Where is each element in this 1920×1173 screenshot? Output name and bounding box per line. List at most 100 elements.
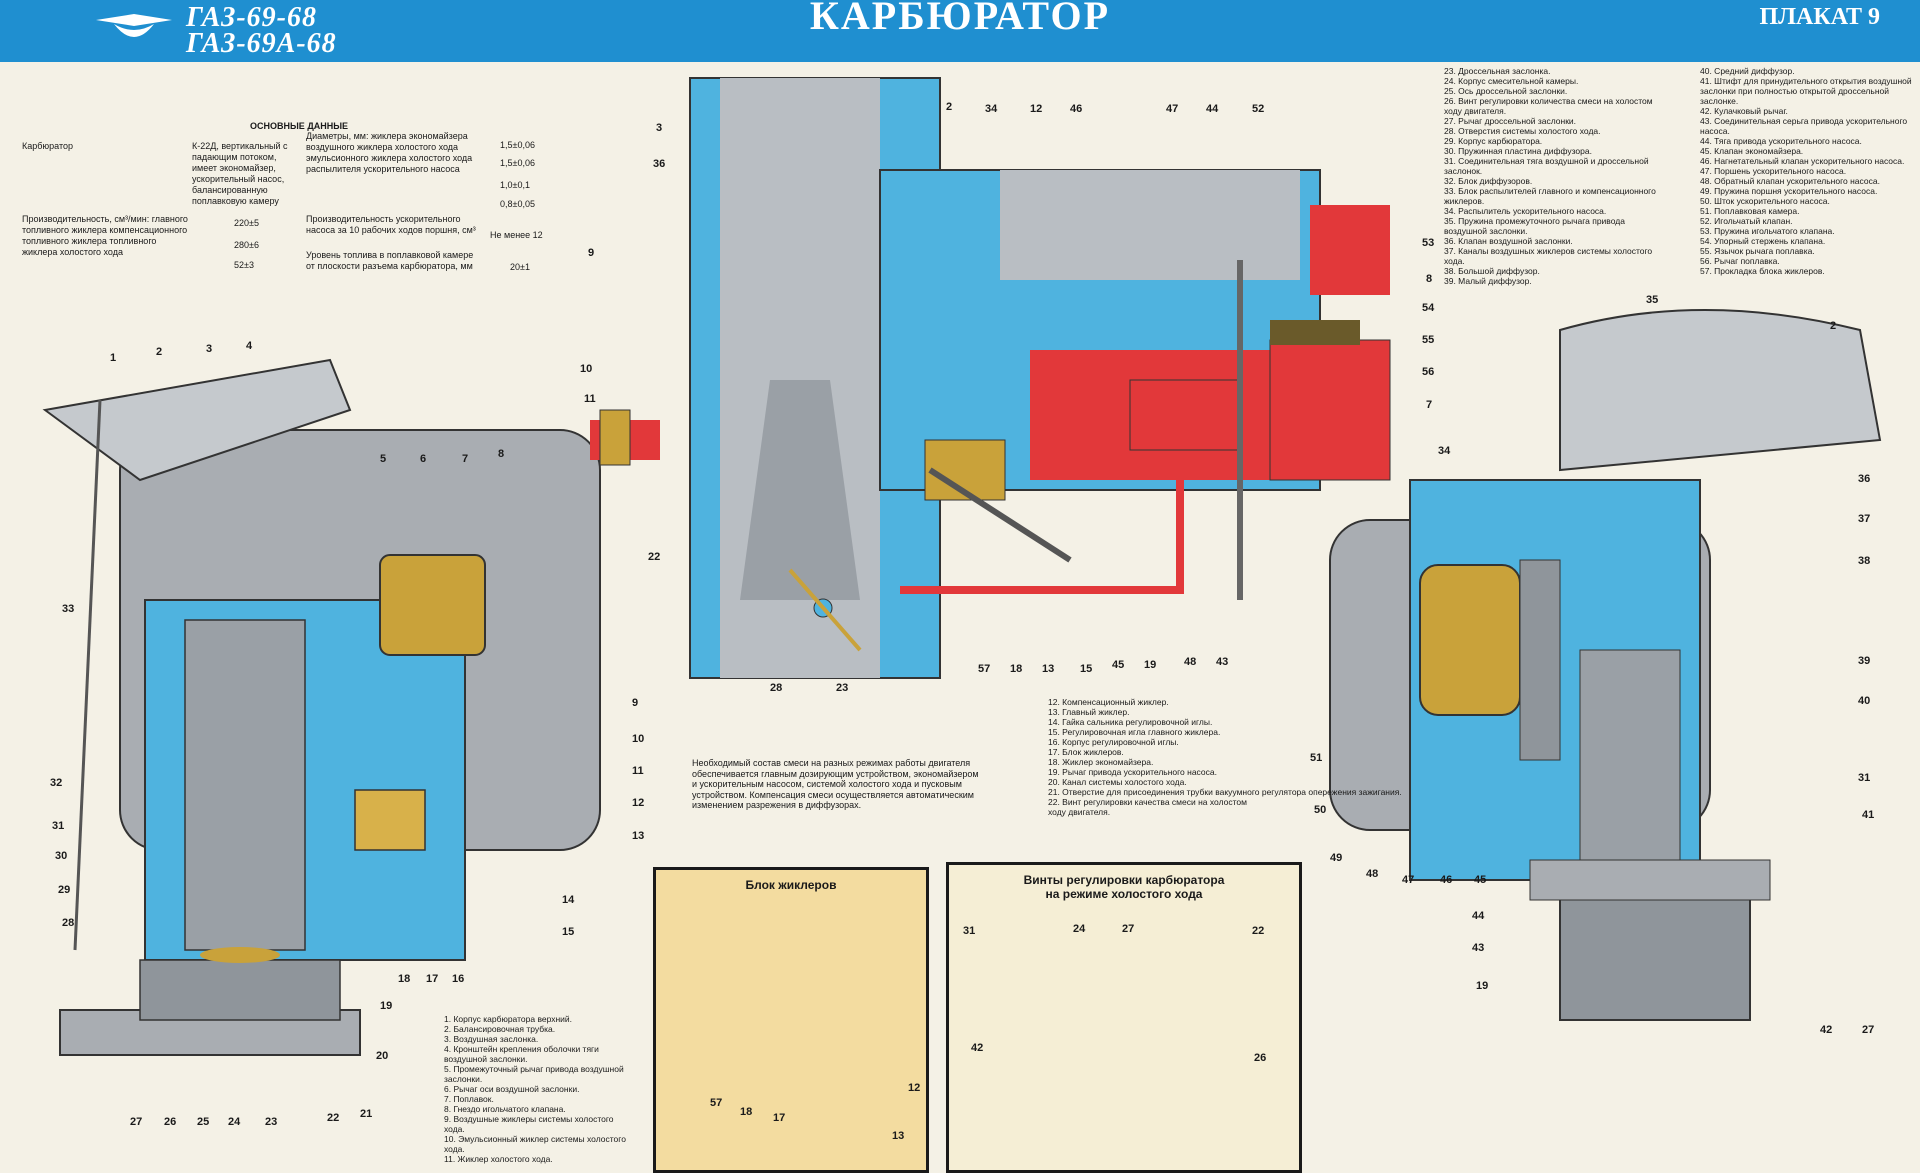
callout-center: 55 (1422, 334, 1435, 346)
callout-right: 37 (1858, 513, 1871, 525)
legend-item: 24. Корпус смесительной камеры. (1444, 76, 1579, 86)
callout-center: 34 (985, 103, 998, 115)
legend-item: 55. Язычок рычага поплавка. (1700, 246, 1815, 256)
legend-item: 48. Обратный клапан ускорительного насос… (1700, 176, 1880, 186)
legend-item: 53. Пружина игольчатого клапана. (1700, 226, 1835, 236)
spec-pump-value: Не менее 12 (490, 230, 543, 240)
legend-bottom-left: 1. Корпус карбюратора верхний. 2. Баланс… (444, 1014, 634, 1164)
callout-center: 10 (580, 363, 593, 375)
legend-item: 39. Малый диффузор. (1444, 276, 1532, 286)
panel-idle-label: 24 (1073, 923, 1086, 935)
legend-item: 11. Жиклер холостого хода. (444, 1154, 553, 1164)
callout-left: 5 (380, 453, 387, 465)
legend-top-right-a: 23. Дроссельная заслонка. 24. Корпус сме… (1444, 66, 1669, 286)
callout-right: 49 (1330, 852, 1343, 864)
model-name-1: ГАЗ-69-68 (186, 2, 318, 33)
spec-perf-3: 52±3 (234, 260, 254, 270)
callout-center: 44 (1206, 103, 1219, 115)
panel-idle-screws: Винты регулировки карбюратора на режиме … (946, 862, 1302, 1173)
callout-right: 27 (1862, 1024, 1875, 1036)
callout-center: 9 (588, 247, 595, 259)
callout-left: 14 (562, 894, 575, 906)
legend-item: 56. Рычаг поплавка. (1700, 256, 1780, 266)
callout-left: 4 (246, 340, 253, 352)
panel-jets-block: Блок жиклеров (653, 867, 929, 1173)
panel-jets-label: 12 (908, 1082, 921, 1094)
callout-center: 45 (1112, 659, 1125, 671)
legend-item: 12. Компенсационный жиклер. (1048, 697, 1169, 707)
legend-top-right-b: 40. Средний диффузор. 41. Штифт для прин… (1700, 66, 1915, 276)
legend-bottom-center: 12. Компенсационный жиклер. 13. Главный … (1048, 697, 1402, 817)
legend-item: 17. Блок жиклеров. (1048, 747, 1124, 757)
legend-item: 35. Пружина промежуточного рычага привод… (1444, 216, 1625, 236)
legend-item: 19. Рычаг привода ускорительного насоса. (1048, 767, 1217, 777)
callout-right: 41 (1862, 809, 1875, 821)
legend-item: 49. Пружина поршня ускорительного насоса… (1700, 186, 1878, 196)
panel-idle-title-line1: Винты регулировки карбюратора (1023, 873, 1225, 887)
callout-center: 36 (653, 158, 666, 170)
callout-left: 10 (632, 733, 645, 745)
legend-item: 57. Прокладка блока жиклеров. (1700, 266, 1825, 276)
callout-right: 45 (1474, 874, 1487, 886)
callout-left: 18 (398, 973, 411, 985)
legend-item: 3. Воздушная заслонка. (444, 1034, 539, 1044)
callout-right: 40 (1858, 695, 1871, 707)
mixture-note: Необходимый состав смеси на разных режим… (692, 758, 979, 810)
callout-right: 46 (1440, 874, 1453, 886)
callout-center: 2 (946, 101, 953, 113)
callout-right: 48 (1366, 868, 1379, 880)
callout-right: 34 (1438, 445, 1451, 457)
callout-left: 31 (52, 820, 65, 832)
spec-diam-4: 0,8±0,05 (500, 199, 535, 209)
legend-item: 52. Игольчатый клапан. (1700, 216, 1793, 226)
center-schematic (590, 77, 1391, 679)
legend-item: 33. Блок распылителей главного и компенс… (1444, 186, 1656, 206)
panel-jets-title: Блок жиклеров (745, 878, 837, 892)
legend-item: 6. Рычаг оси воздушной заслонки. (444, 1084, 580, 1094)
callout-right: 47 (1402, 874, 1415, 886)
callout-left: 9 (632, 697, 639, 709)
callout-left: 28 (62, 917, 75, 929)
callout-center: 57 (978, 663, 991, 675)
callout-left: 8 (498, 448, 505, 460)
callout-center: 7 (1426, 399, 1433, 411)
callout-center: 13 (1042, 663, 1055, 675)
model-name-2: ГАЗ-69А-68 (186, 28, 337, 59)
header-bar: ГАЗ-69-68 ГАЗ-69А-68 КАРБЮРАТОР ПЛАКАТ 9 (0, 0, 1920, 62)
legend-item: 54. Упорный стержень клапана. (1700, 236, 1826, 246)
legend-item: 31. Соединительная тяга воздушной и дрос… (1444, 156, 1649, 176)
legend-item: 15. Регулировочная игла главного жиклера… (1048, 727, 1221, 737)
callout-left: 29 (58, 884, 71, 896)
spec-perf-2: 280±6 (234, 240, 259, 250)
callout-left: 19 (380, 1000, 393, 1012)
callout-center: 8 (1426, 273, 1433, 285)
right-cutaway-carburetor (1329, 309, 1882, 1021)
callout-center: 3 (656, 122, 663, 134)
legend-item: 27. Рычаг дроссельной заслонки. (1444, 116, 1577, 126)
spec-perf-label: Производительность, см³/мин: главного то… (22, 214, 188, 257)
callout-left: 11 (632, 765, 644, 777)
callout-center: 15 (1080, 663, 1093, 675)
legend-item: 42. Кулачковый рычаг. (1700, 106, 1788, 116)
callout-left: 23 (265, 1116, 278, 1128)
legend-item: 7. Поплавок. (444, 1094, 494, 1104)
legend-item: 28. Отверстия системы холостого хода. (1444, 126, 1601, 136)
legend-item: 13. Главный жиклер. (1048, 707, 1130, 717)
legend-item: 4. Кронштейн крепления оболочки тяги воз… (444, 1044, 599, 1064)
legend-item: 8. Гнездо игольчатого клапана. (444, 1104, 566, 1114)
callout-left: 33 (62, 603, 75, 615)
callout-left: 13 (632, 830, 645, 842)
callout-left: 16 (452, 973, 465, 985)
callout-center: 56 (1422, 366, 1435, 378)
callout-right: 43 (1472, 942, 1485, 954)
callout-left: 20 (376, 1050, 389, 1062)
legend-item: 32. Блок диффузоров. (1444, 176, 1533, 186)
callout-right: 50 (1314, 804, 1327, 816)
callout-center: 48 (1184, 656, 1197, 668)
callout-right: 36 (1858, 473, 1871, 485)
panel-idle-label: 42 (971, 1042, 984, 1054)
panel-idle-label: 22 (1252, 925, 1265, 937)
callout-center: 52 (1252, 103, 1265, 115)
legend-item: 34. Распылитель ускорительного насоса. (1444, 206, 1607, 216)
